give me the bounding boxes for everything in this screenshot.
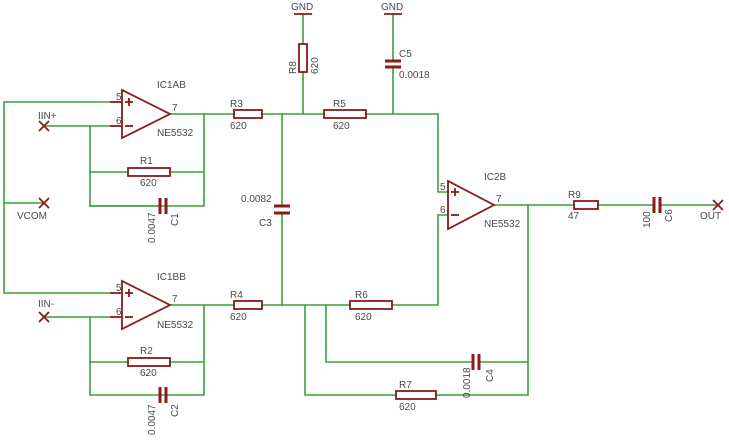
r2-value: 620 bbox=[140, 368, 157, 379]
c6-value: 100 bbox=[642, 211, 653, 228]
wires bbox=[3, 13, 719, 396]
ground-left: GND bbox=[291, 2, 313, 15]
c6-ref: C6 bbox=[664, 209, 675, 222]
ic1b-pin-plus: 5 bbox=[116, 283, 122, 294]
c2-value: 0.0047 bbox=[147, 404, 158, 435]
gnd-right-label: GND bbox=[381, 2, 403, 13]
port-out-label: OUT bbox=[700, 211, 721, 222]
resistor-r2[interactable]: R2 620 bbox=[127, 346, 171, 379]
wire-r7-left bbox=[304, 304, 397, 396]
wire-r7-right bbox=[435, 204, 529, 396]
port-vcom[interactable]: VCOM bbox=[17, 197, 50, 222]
capacitor-c3[interactable]: 0.0082 C3 bbox=[241, 194, 290, 229]
c4-ref: C4 bbox=[485, 369, 496, 382]
r5-value: 620 bbox=[333, 121, 350, 132]
c5-ref: C5 bbox=[399, 49, 412, 60]
wire-ic2-plus bbox=[437, 113, 449, 193]
wire-ic1b-feedback bbox=[89, 304, 205, 396]
gnd-left-label: GND bbox=[291, 2, 313, 13]
r5-ref: R5 bbox=[333, 99, 346, 110]
c5-value: 0.0018 bbox=[399, 70, 430, 81]
c3-ref: C3 bbox=[259, 218, 272, 229]
c2-ref: C2 bbox=[170, 404, 181, 417]
r4-value: 620 bbox=[230, 312, 247, 323]
port-iin-minus[interactable]: IIN- bbox=[38, 299, 54, 323]
r8-value: 620 bbox=[310, 57, 321, 74]
capacitor-c6[interactable]: 100 C6 bbox=[642, 197, 675, 228]
port-iin-plus-label: IIN+ bbox=[38, 111, 57, 122]
r9-value: 47 bbox=[568, 211, 580, 222]
r3-ref: R3 bbox=[230, 99, 243, 110]
ic2-pin-out: 7 bbox=[496, 194, 502, 205]
resistor-r4[interactable]: R4 620 bbox=[230, 290, 263, 323]
r2-ref: R2 bbox=[140, 346, 153, 357]
port-iin-plus[interactable]: IIN+ bbox=[38, 111, 57, 132]
ic1a-ref: IC1AB bbox=[157, 80, 186, 91]
resistor-r1[interactable]: R1 620 bbox=[127, 156, 171, 189]
port-out[interactable]: OUT bbox=[700, 199, 724, 222]
port-iin-minus-label: IIN- bbox=[38, 299, 54, 310]
wire-ic2-minus bbox=[391, 214, 449, 306]
resistor-r3[interactable]: R3 620 bbox=[230, 99, 263, 132]
r1-value: 620 bbox=[140, 178, 157, 189]
resistor-r5[interactable]: R5 620 bbox=[323, 99, 367, 132]
r6-value: 620 bbox=[355, 312, 372, 323]
r3-value: 620 bbox=[230, 121, 247, 132]
c3-value: 0.0082 bbox=[241, 194, 272, 205]
ic2-value: NE5532 bbox=[484, 219, 521, 230]
ic1a-pin-plus: 5 bbox=[116, 92, 122, 103]
c1-ref: C1 bbox=[170, 213, 181, 226]
resistor-r7[interactable]: R7 620 bbox=[395, 380, 437, 413]
ic2-pin-plus: 5 bbox=[440, 182, 446, 193]
r4-ref: R4 bbox=[230, 290, 243, 301]
capacitor-c5[interactable]: C5 0.0018 bbox=[385, 49, 430, 81]
ic2-pin-minus: 6 bbox=[440, 205, 446, 216]
ground-right: GND bbox=[381, 2, 403, 15]
ic1b-ref: IC1BB bbox=[157, 272, 186, 283]
opamp-ic1a[interactable]: 5 6 7 IC1AB NE5532 bbox=[110, 80, 194, 140]
capacitor-c1[interactable]: 0.0047 C1 bbox=[89, 198, 181, 243]
wire-c4-left bbox=[325, 304, 473, 363]
resistor-r8[interactable]: R8 620 bbox=[288, 43, 321, 74]
ic1b-pin-out: 7 bbox=[172, 294, 178, 305]
opamp-ic1b[interactable]: 5 6 7 IC1BB NE5532 bbox=[110, 272, 194, 331]
capacitor-c2[interactable]: 0.0047 C2 bbox=[147, 387, 181, 435]
wire-plus-rail bbox=[3, 101, 111, 294]
r1-ref: R1 bbox=[140, 156, 153, 167]
ic1a-pin-out: 7 bbox=[172, 103, 178, 114]
c1-value: 0.0047 bbox=[147, 212, 158, 243]
resistor-r9[interactable]: R9 47 bbox=[568, 190, 599, 222]
c4-value: 0.0018 bbox=[462, 367, 473, 398]
ic1a-value: NE5532 bbox=[157, 128, 194, 139]
ic1b-pin-minus: 6 bbox=[116, 307, 122, 318]
r8-ref: R8 bbox=[288, 61, 299, 74]
ic1b-value: NE5532 bbox=[157, 320, 194, 331]
r7-ref: R7 bbox=[399, 380, 412, 391]
ic2-ref: IC2B bbox=[484, 172, 507, 183]
resistor-r6[interactable]: R6 620 bbox=[349, 290, 393, 323]
r9-ref: R9 bbox=[568, 190, 581, 201]
capacitor-c4[interactable]: 0.0018 C4 bbox=[462, 354, 496, 398]
r7-value: 620 bbox=[399, 402, 416, 413]
opamp-ic2[interactable]: 5 6 7 IC2B NE5532 bbox=[440, 172, 521, 231]
ic1a-pin-minus: 6 bbox=[116, 116, 122, 127]
r6-ref: R6 bbox=[355, 290, 368, 301]
port-vcom-label: VCOM bbox=[17, 211, 47, 222]
